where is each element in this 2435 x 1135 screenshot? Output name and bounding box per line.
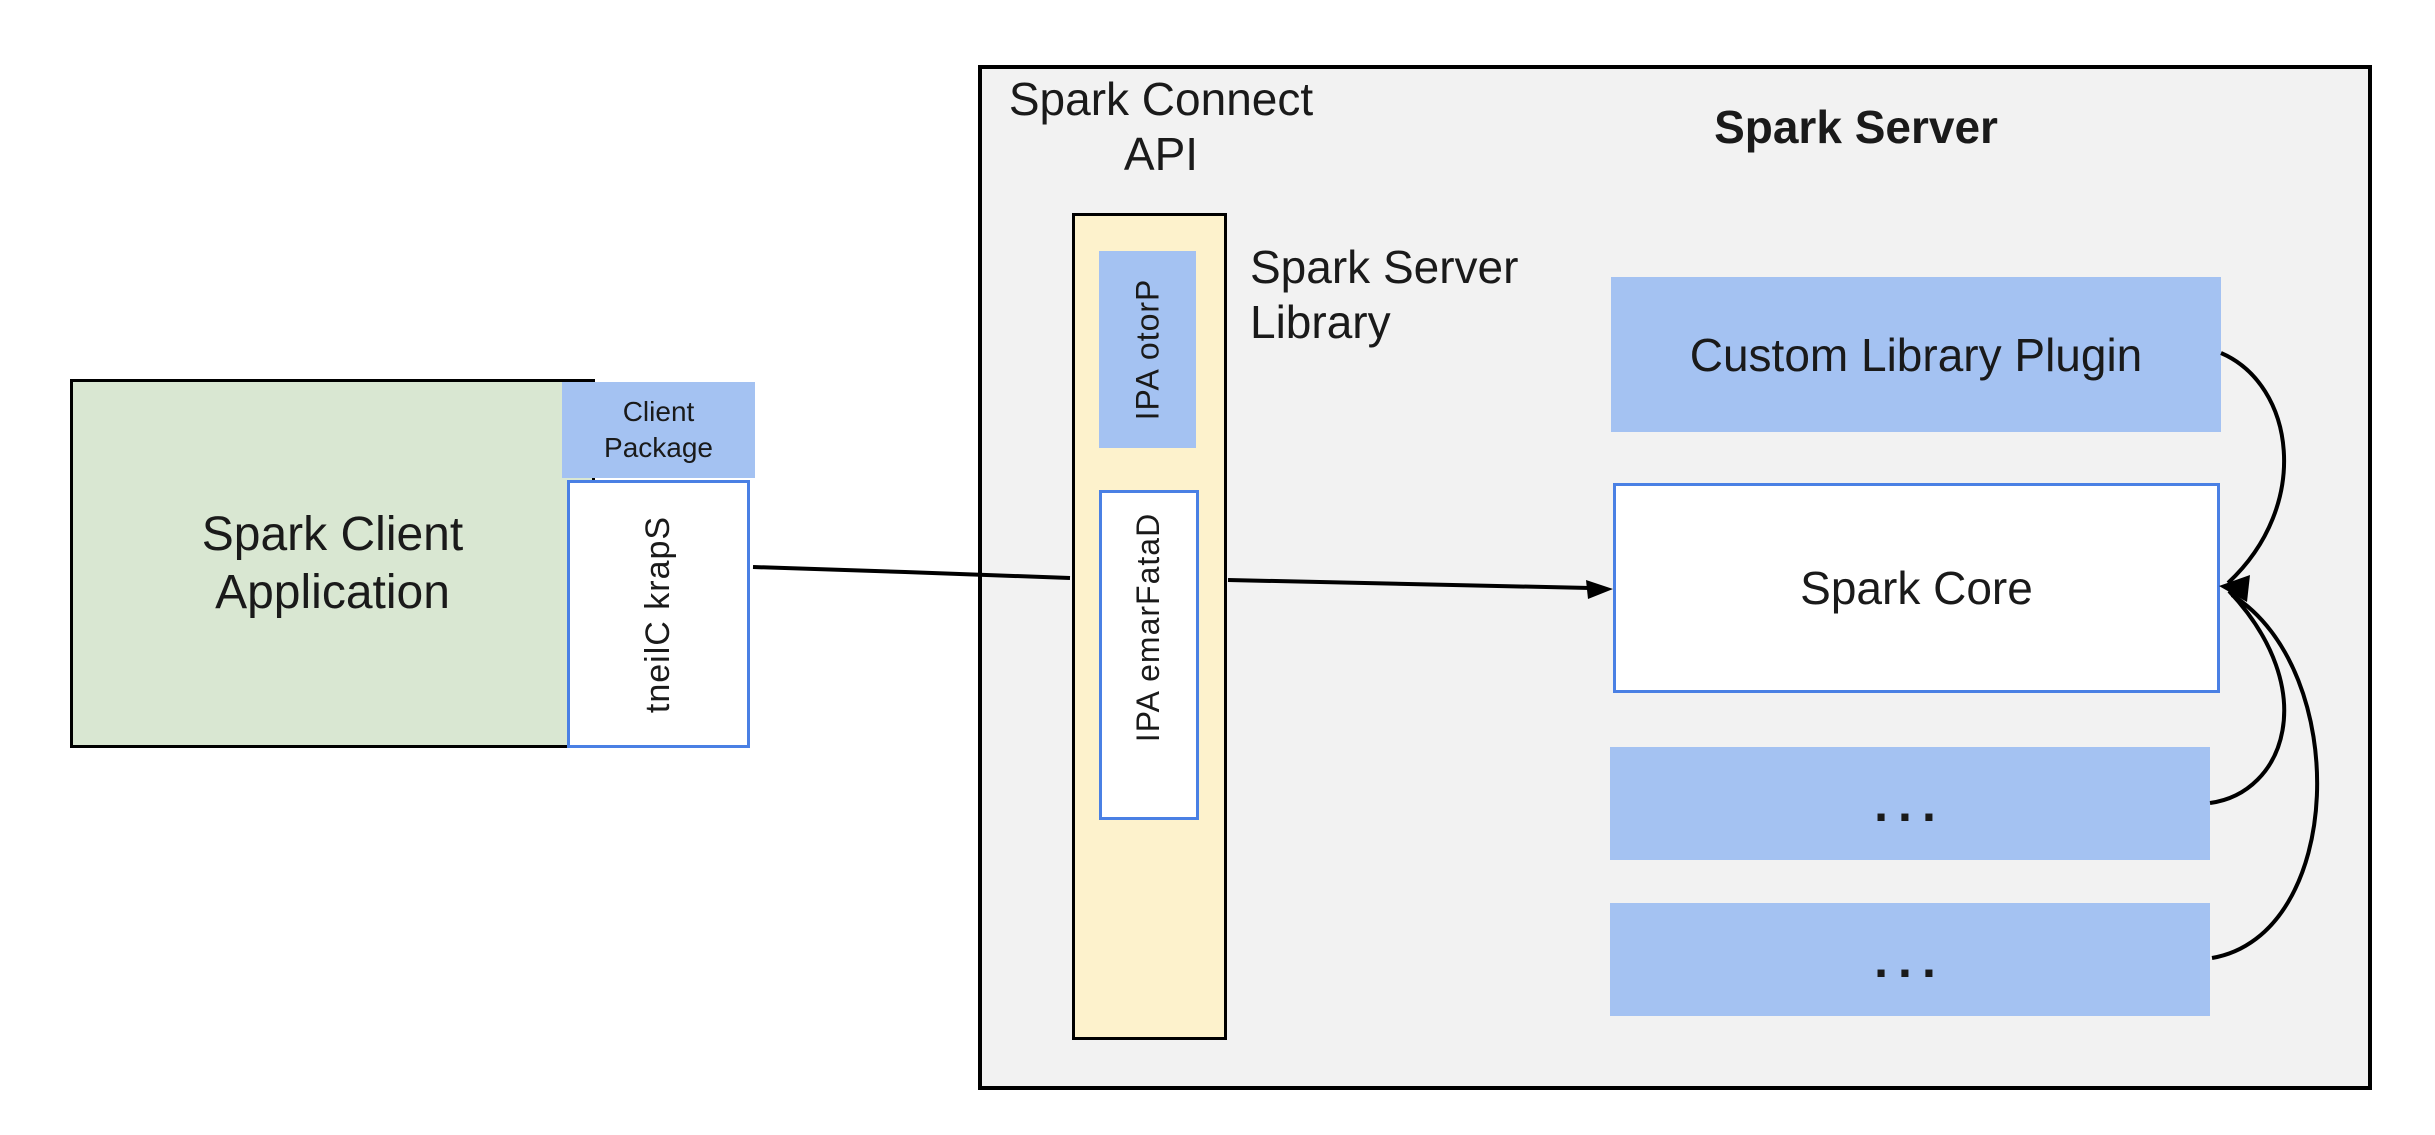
plugin-placeholder-box-1: ...: [1610, 747, 2210, 860]
spark-server-library-label: Spark Server Library: [1250, 241, 1519, 348]
plugin-placeholder-box-2: ...: [1610, 903, 2210, 1016]
spark-connect-api-title: Spark Connect API: [1008, 73, 1314, 180]
client-package-label: Client Package: [604, 396, 713, 463]
spark-client-label: tneilC krapS: [639, 515, 678, 713]
ellipsis-label-1: ...: [1874, 775, 1946, 832]
spark-client-application-box: Spark Client Application: [70, 379, 595, 748]
custom-library-plugin-box: Custom Library Plugin: [1611, 277, 2221, 432]
spark-core-box: Spark Core: [1613, 483, 2220, 693]
proto-api-box: IPA otorP: [1099, 251, 1196, 448]
client-package-box: Client Package: [562, 382, 755, 478]
custom-library-plugin-label: Custom Library Plugin: [1689, 328, 2143, 381]
proto-api-label: IPA otorP: [1129, 278, 1165, 421]
ellipsis-label-2: ...: [1874, 931, 1946, 988]
spark-client-application-label: Spark Client Application: [201, 507, 464, 619]
spark-server-title: Spark Server: [1714, 101, 1998, 153]
dataframe-api-label: IPA emarFataD: [1130, 512, 1167, 742]
spark-core-label: Spark Core: [1800, 562, 2033, 614]
spark-client-box: tneilC krapS: [567, 480, 750, 748]
dataframe-api-box: IPA emarFataD: [1099, 490, 1199, 820]
